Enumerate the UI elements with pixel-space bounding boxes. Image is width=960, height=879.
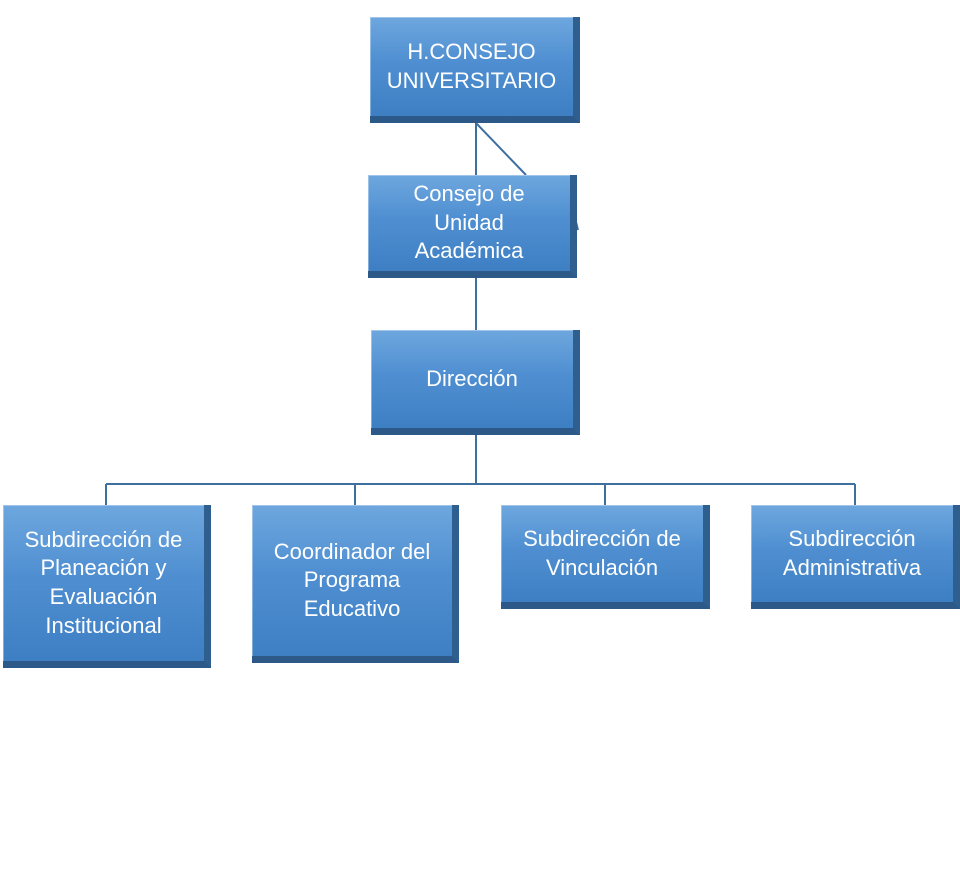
node-consejo-unidad-academica: Consejo de Unidad Académica (368, 175, 577, 278)
node-direccion: Dirección (371, 330, 580, 435)
node-label: Subdirección Administrativa (782, 525, 922, 580)
node-consejo-universitario: H.CONSEJO UNIVERSITARIO (370, 17, 580, 123)
connector-diagonal (475, 122, 527, 176)
node-coordinador-programa: Coordinador del Programa Educativo (252, 505, 459, 663)
node-subdireccion-planeacion: Subdirección de Planeación y Evaluación … (3, 505, 211, 668)
node-label: Coordinador del Programa Educativo (273, 538, 431, 621)
node-subdireccion-administrativa: Subdirección Administrativa (751, 505, 960, 609)
node-label: H.CONSEJO UNIVERSITARIO (386, 38, 557, 93)
node-label: Subdirección de Planeación y Evaluación … (24, 526, 183, 638)
node-label: Subdirección de Vinculación (523, 525, 681, 580)
node-label: Dirección (426, 365, 518, 391)
node-label: Consejo de Unidad Académica (413, 181, 525, 264)
node-subdireccion-vinculacion: Subdirección de Vinculación (501, 505, 710, 609)
